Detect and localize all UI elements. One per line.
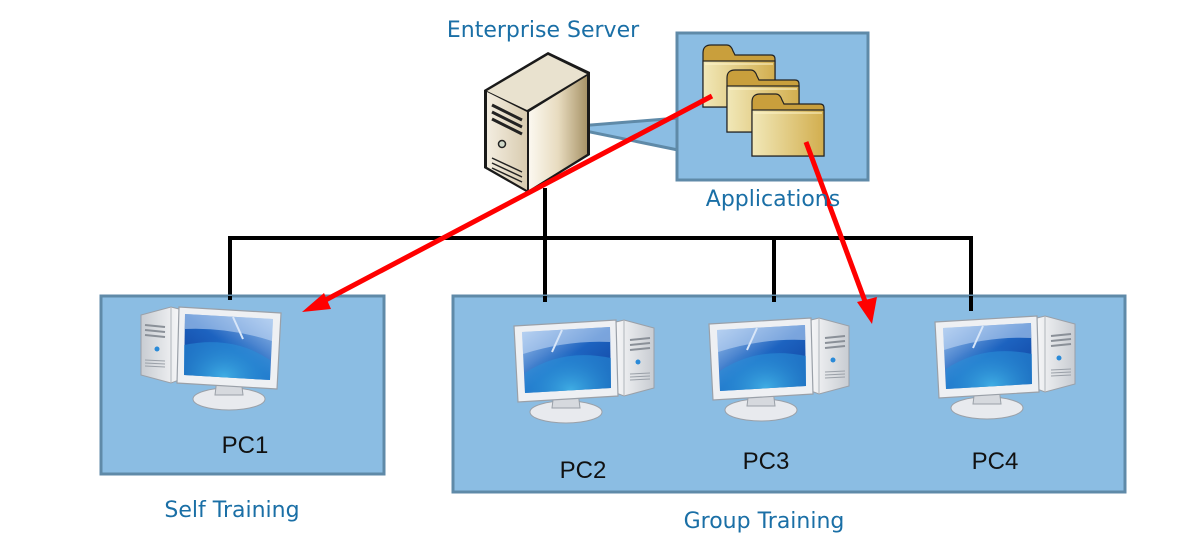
arrow-to-group-training <box>803 141 877 324</box>
pc-label: PC1 <box>222 432 269 459</box>
arrow-to-self-training <box>302 93 714 312</box>
server-label: Enterprise Server <box>447 18 640 43</box>
network-lines <box>228 188 973 302</box>
pc-label: PC4 <box>972 448 1019 475</box>
applications-panel <box>565 31 870 182</box>
pc-label: PC2 <box>560 457 607 484</box>
applications-label: Applications <box>706 187 840 212</box>
group-training-label: Group Training <box>684 509 845 534</box>
self-training-label: Self Training <box>164 498 299 523</box>
server-tower-icon <box>484 52 590 193</box>
pc-label: PC3 <box>743 448 790 475</box>
